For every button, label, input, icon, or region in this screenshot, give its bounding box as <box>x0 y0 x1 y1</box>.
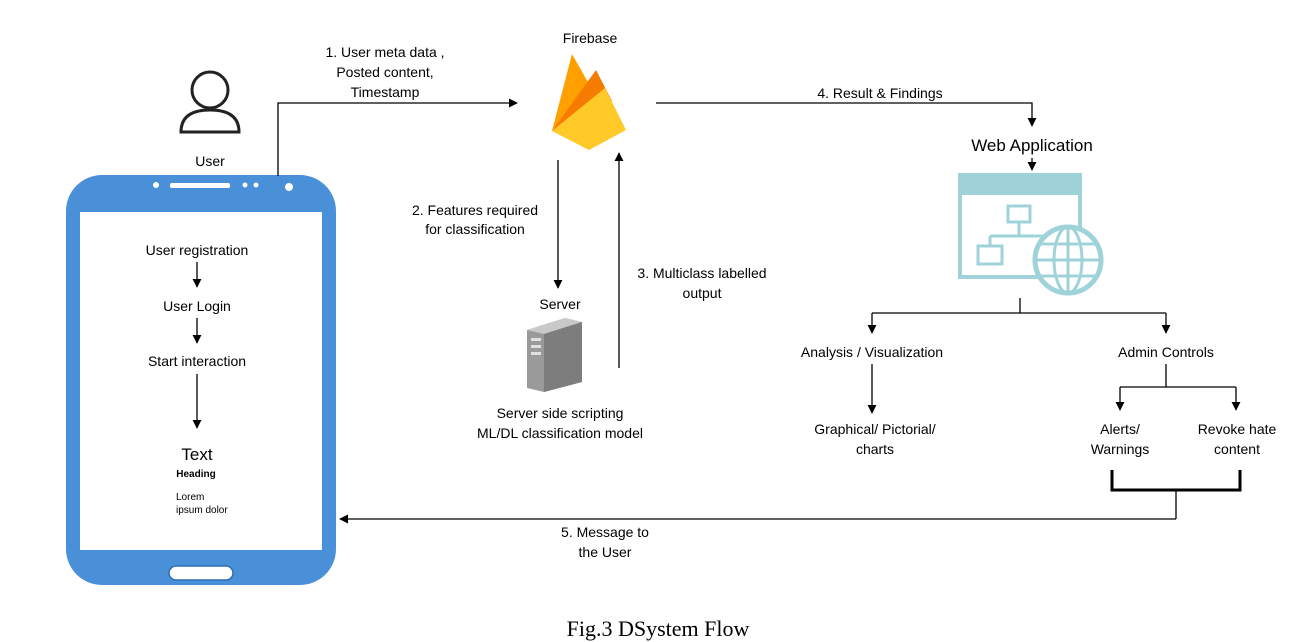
flow1-line2: Posted content, <box>336 64 434 80</box>
arrow-user-to-firebase <box>277 98 518 176</box>
user-label: User <box>195 153 225 169</box>
webapp-split-connector <box>867 298 1171 334</box>
server-desc-line1: Server side scripting <box>496 405 624 421</box>
user-icon <box>179 70 241 134</box>
revoke-line2: content <box>1214 441 1260 457</box>
flow2-line1: 2. Features required <box>411 202 539 218</box>
phone-text-title: Text <box>181 445 213 464</box>
flow3-line1: 3. Multiclass labelled <box>637 265 767 281</box>
admin-split-connector <box>1115 364 1241 411</box>
web-application-icon <box>958 173 1104 296</box>
flow5-line1: 5. Message to <box>561 524 649 540</box>
step-user-login: User Login <box>163 298 231 314</box>
smartphone <box>66 175 336 585</box>
flow5-line2: the User <box>578 544 632 560</box>
server-icon <box>527 318 582 392</box>
flow1-line1: 1. User meta data , <box>325 44 445 60</box>
admin-label: Admin Controls <box>1118 344 1214 360</box>
flow2-line2: for classification <box>425 221 525 237</box>
flow3-line2: output <box>682 285 722 301</box>
phone-body-line1: Lorem <box>176 492 205 503</box>
flow1-line3: Timestamp <box>350 84 420 100</box>
server-desc-line2: ML/DL classification model <box>477 425 643 441</box>
firebase-label: Firebase <box>562 30 618 46</box>
revoke-line1: Revoke hate <box>1197 421 1277 437</box>
analysis-child-line1: Graphical/ Pictorial/ <box>814 421 936 437</box>
figure-caption: Fig.3 DSystem Flow <box>566 616 750 641</box>
step-user-registration: User registration <box>145 242 249 258</box>
alerts-line1: Alerts/ <box>1100 421 1140 437</box>
admin-join-bracket <box>1110 470 1242 519</box>
analysis-label: Analysis / Visualization <box>800 344 944 360</box>
phone-body-line2: ipsum dolor <box>176 505 228 516</box>
webapp-label: Web Application <box>971 136 1093 155</box>
analysis-child-line2: charts <box>855 441 895 457</box>
arrow-firebase-to-webapp <box>656 102 1037 127</box>
firebase-icon <box>552 54 626 150</box>
phone-heading: Heading <box>176 469 216 480</box>
alerts-line2: Warnings <box>1090 441 1150 457</box>
server-label: Server <box>539 296 581 312</box>
flow4-label: 4. Result & Findings <box>817 85 943 101</box>
step-start-interaction: Start interaction <box>147 353 247 369</box>
